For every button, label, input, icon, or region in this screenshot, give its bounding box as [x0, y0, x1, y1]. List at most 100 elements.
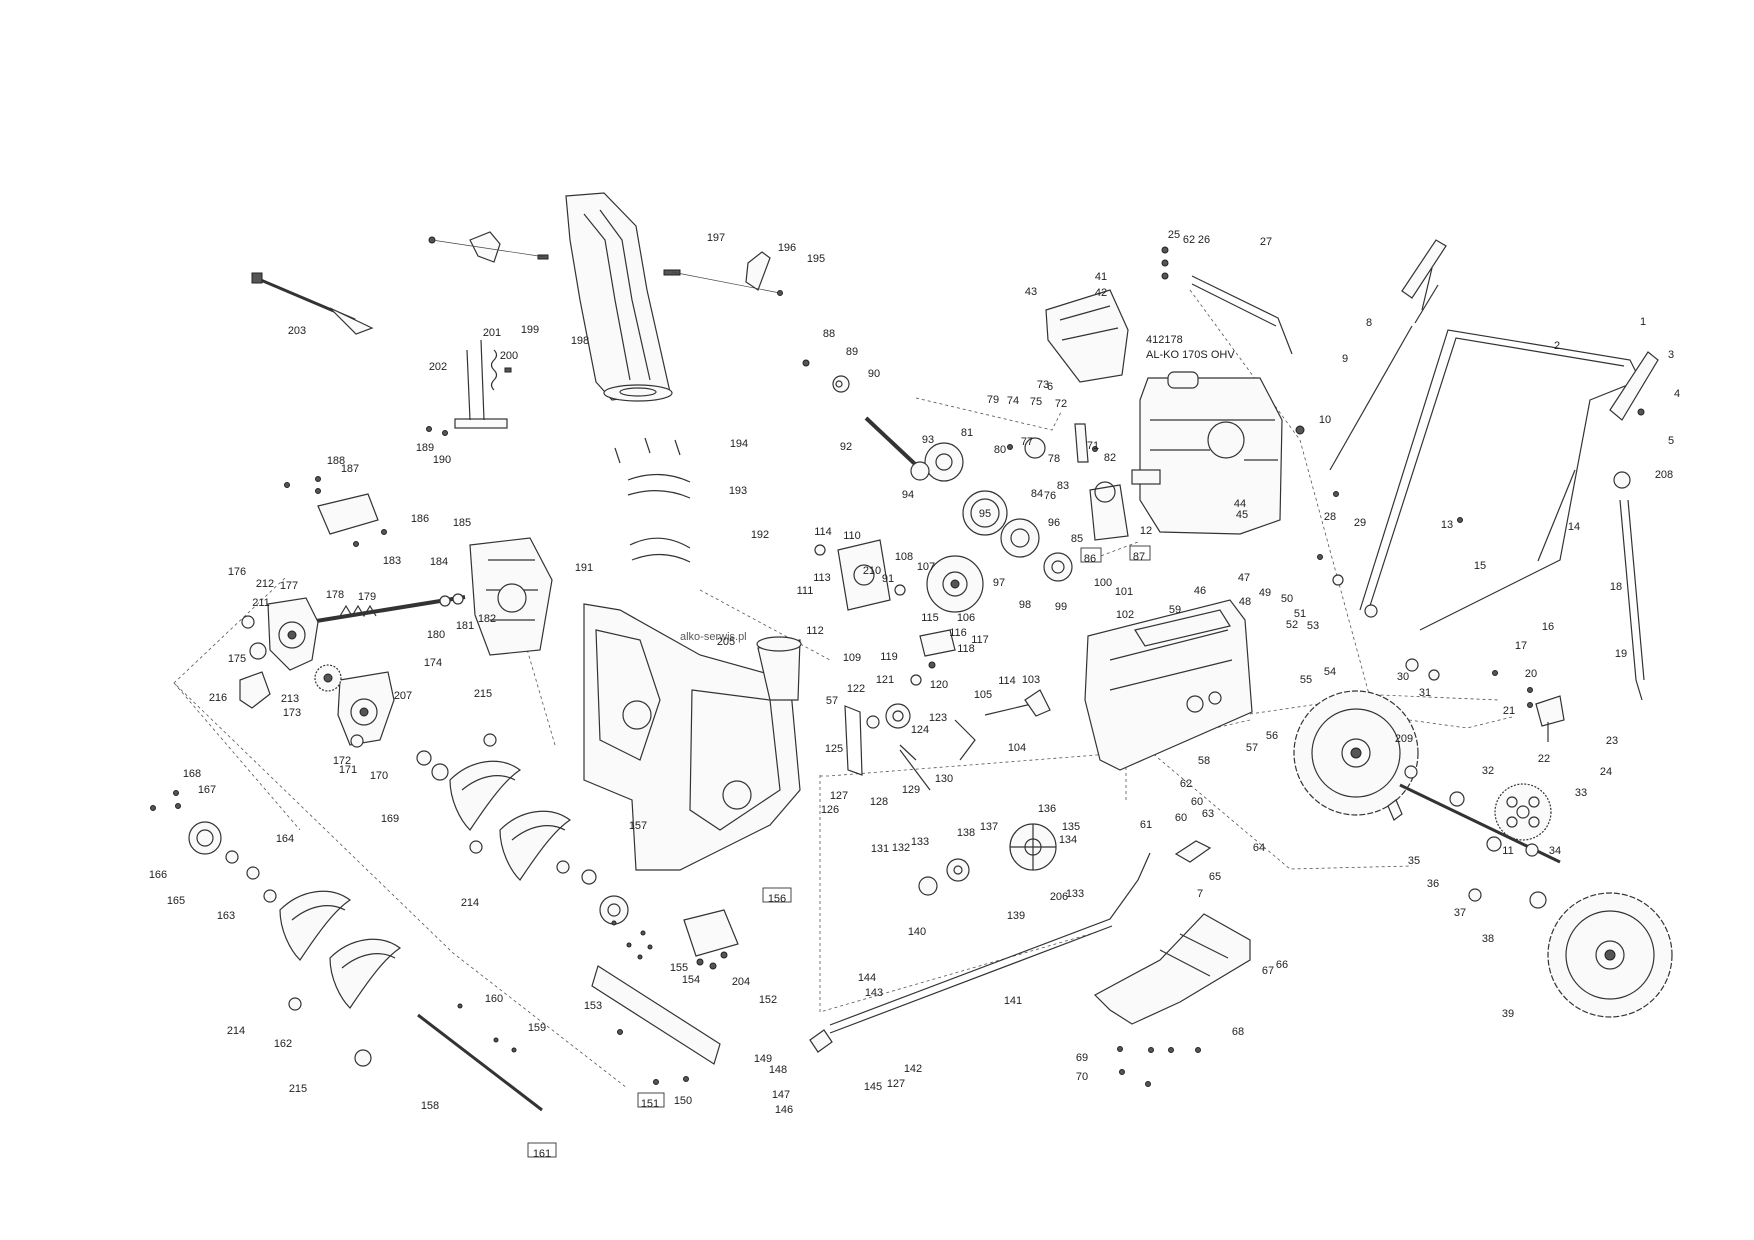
chute-knob-left: [428, 231, 549, 263]
part-number-label: 168: [183, 768, 201, 780]
part-number-label: 199: [521, 324, 539, 336]
lever-bracket-24: [1527, 687, 1565, 742]
part-number-label: 92: [840, 441, 852, 453]
part-number-label: 127: [830, 790, 848, 802]
gearbox-housing-174: [337, 671, 395, 746]
part-number-label: 117: [971, 634, 989, 646]
part-number-label: 144: [858, 972, 876, 984]
part-number-label: 17: [1515, 640, 1527, 652]
part-number-label: 207: [394, 690, 412, 702]
bracket-115: [910, 629, 956, 686]
part-number-label: 36: [1427, 878, 1439, 890]
part-number-label: 192: [751, 529, 769, 541]
part-number-label: 154: [682, 974, 700, 986]
part-number-label: 187: [341, 463, 359, 475]
part-number-label: 32: [1482, 765, 1494, 777]
part-number-label: 116: [949, 627, 967, 639]
part-number-label: 84: [1031, 488, 1043, 500]
part-number-label: 56: [1266, 730, 1278, 742]
rods-9-14: [1329, 284, 1631, 562]
part-number-label: 97: [993, 577, 1005, 589]
part-number-label: 123: [929, 712, 947, 724]
part-number-label: 30: [1397, 671, 1409, 683]
part-number-label: 109: [843, 652, 861, 664]
part-number-label: 64: [1253, 842, 1265, 854]
part-number-label: 172: [333, 755, 351, 767]
part-number-label: 140: [908, 926, 926, 938]
part-number-label: 215: [289, 1083, 307, 1095]
part-number-label: 39: [1502, 1008, 1514, 1020]
part-number-label: 114: [814, 526, 832, 538]
part-number-label: 214: [227, 1025, 245, 1037]
part-number-label: 41: [1095, 271, 1107, 283]
part-number-label: 136: [1038, 803, 1056, 815]
part-number-label: 87: [1133, 551, 1145, 563]
auger-169-upper: [449, 760, 597, 885]
part-number-label: 212: [256, 578, 274, 590]
part-number-label: 177: [280, 580, 298, 592]
part-number-label: 170: [370, 770, 388, 782]
part-number-label: 188: [327, 455, 345, 467]
part-number-label: 90: [868, 368, 880, 380]
friction-disc-107: [926, 555, 984, 613]
bearing-flange-166: [150, 790, 629, 925]
part-number-label: 12: [1140, 525, 1152, 537]
pulley-93: [910, 442, 964, 482]
drive-rod-141: [809, 852, 1151, 1053]
part-number-label: 7: [1197, 888, 1203, 900]
part-number-label: 102: [1116, 609, 1134, 621]
part-number-label: 133: [1066, 888, 1084, 900]
part-number-label: 94: [902, 489, 914, 501]
part-number-label: 101: [1115, 586, 1133, 598]
part-number-label: 178: [326, 589, 344, 601]
shear-bolts: [611, 920, 653, 960]
watermark: alko-serwis.pl: [680, 631, 747, 643]
engine-unit: [1131, 371, 1305, 535]
part-number-label: 155: [670, 962, 688, 974]
handle-1: [1359, 329, 1641, 631]
part-number-label: 85: [1071, 533, 1083, 545]
part-number-label: 184: [430, 556, 448, 568]
part-number-label: 53: [1307, 620, 1319, 632]
part-number-label: 150: [674, 1095, 692, 1107]
part-number-label: 197: [707, 232, 725, 244]
part-number-label: 156: [768, 893, 786, 905]
part-number-label: 204: [732, 976, 750, 988]
part-number-label: 43: [1025, 286, 1037, 298]
part-number-label: 104: [1008, 742, 1026, 754]
deflector-bracket: [426, 339, 512, 436]
part-number-label: 173: [283, 707, 301, 719]
axle-36: [1387, 765, 1561, 909]
part-number-label: 60: [1191, 796, 1203, 808]
part-number-label: 180: [427, 629, 445, 641]
part-number-label: 46: [1194, 585, 1206, 597]
part-number-label: 52: [1286, 619, 1298, 631]
part-number-label: 51: [1294, 608, 1306, 620]
part-number-label: 29: [1354, 517, 1366, 529]
part-number-label: 206: [1050, 891, 1068, 903]
handle-3: [1609, 351, 1659, 421]
part-number-label: 214: [461, 897, 479, 909]
part-number-label: 74: [1007, 395, 1019, 407]
shift-levers: [844, 689, 1051, 791]
part-number-label: 205: [717, 636, 735, 648]
part-number-label: 115: [921, 612, 939, 624]
part-number-label: 3: [1668, 349, 1674, 361]
part-number-label: 191: [575, 562, 593, 574]
part-number-label: 62: [1183, 234, 1195, 246]
part-number-label: 20: [1525, 668, 1537, 680]
part-number-label: 147: [772, 1089, 790, 1101]
part-number-label: 209: [1395, 733, 1413, 745]
part-number-label: 75: [1030, 396, 1042, 408]
part-number-label: 194: [730, 438, 748, 450]
pulley-98: [1000, 518, 1073, 582]
part-number-label: 130: [935, 773, 953, 785]
part-number-label: 13: [1441, 519, 1453, 531]
part-number-label: 176: [228, 566, 246, 578]
part-number-label: 68: [1232, 1026, 1244, 1038]
part-number-label: 79: [987, 394, 999, 406]
part-number-label: 125: [825, 743, 843, 755]
gear-33: [1494, 783, 1552, 841]
part-number-label: 158: [421, 1100, 439, 1112]
